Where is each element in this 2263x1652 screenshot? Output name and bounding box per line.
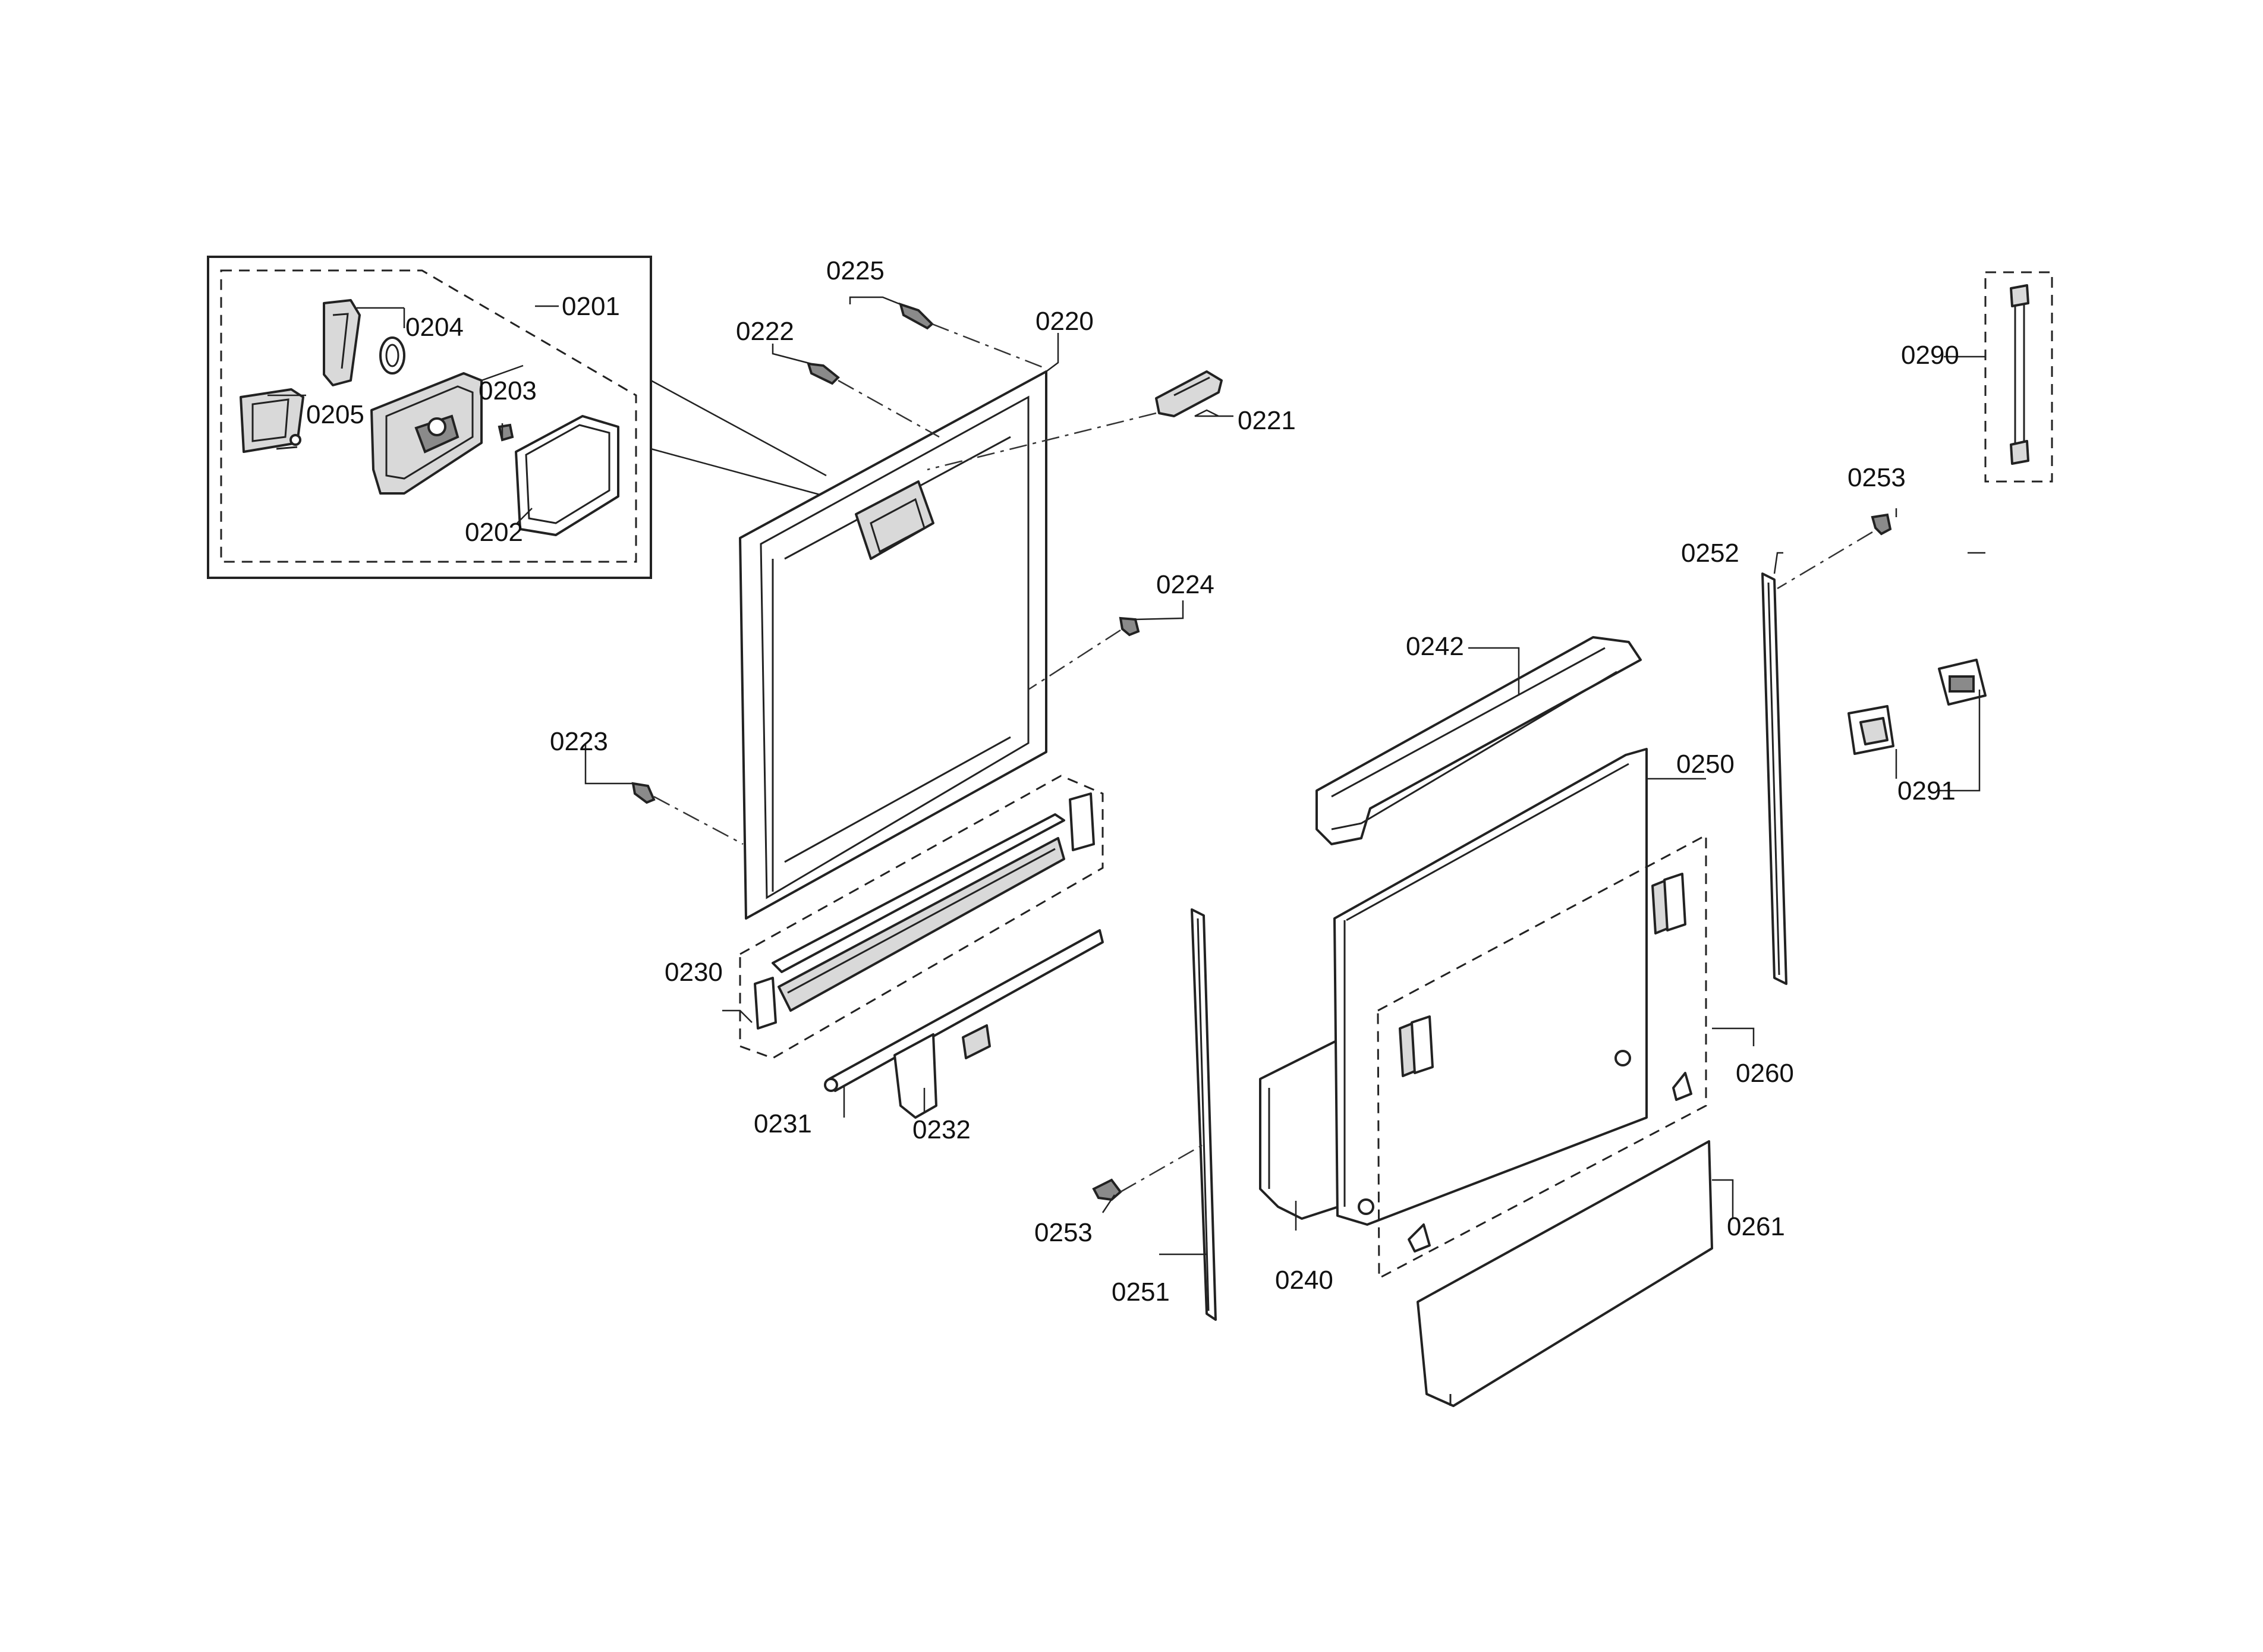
- part-0223-screw: [631, 782, 656, 804]
- callout-0240: 0240: [1275, 1266, 1333, 1295]
- part-0242-handle: [1315, 636, 1642, 845]
- callout-0221: 0221: [1238, 406, 1296, 435]
- part-0250-outer-panel: [1333, 748, 1648, 1226]
- part-0260-decor-frame: [1377, 833, 1707, 1280]
- part-0290-harness: [1984, 271, 2053, 483]
- assembly-axes: [653, 323, 1873, 1193]
- callout-0242: 0242: [1406, 632, 1464, 661]
- callout-0260: 0260: [1736, 1059, 1794, 1088]
- callout-0201: 0201: [562, 292, 620, 321]
- part-0201-module: [370, 364, 524, 495]
- callout-0230: 0230: [665, 958, 723, 987]
- callout-0224: 0224: [1156, 570, 1214, 599]
- callout-0253b: 0253: [1847, 463, 1906, 492]
- callout-0250: 0250: [1676, 750, 1735, 779]
- callout-0232: 0232: [912, 1115, 971, 1144]
- part-0230-assembly: [739, 775, 1104, 1059]
- callout-0202: 0202: [465, 518, 523, 547]
- part-0221-latch: [1155, 370, 1223, 417]
- callout-0231: 0231: [754, 1109, 812, 1138]
- part-0220-inner-door: [739, 370, 1047, 920]
- part-0253-screw-b: [1871, 513, 1892, 536]
- part-0252-side-trim: [1761, 572, 1787, 985]
- part-0291-plate: [1938, 659, 1987, 706]
- leader-lines: [267, 296, 1985, 1255]
- callout-0204: 0204: [405, 313, 464, 342]
- part-0202-frame: [515, 415, 619, 536]
- part-0261-kick-panel: [1417, 1140, 1713, 1407]
- part-0225-screw: [899, 302, 934, 330]
- part-0204-cover: [323, 299, 405, 386]
- part-0203-clip: [498, 423, 514, 442]
- callout-0253a: 0253: [1034, 1218, 1093, 1247]
- part-0291-bracket: [1847, 705, 1894, 755]
- callout-0222: 0222: [736, 317, 794, 346]
- callout-0225: 0225: [826, 256, 885, 285]
- callout-0290: 0290: [1901, 341, 1959, 370]
- part-0251-side-trim: [1191, 908, 1217, 1321]
- callout-0291: 0291: [1897, 776, 1956, 805]
- callout-0223: 0223: [550, 727, 608, 756]
- part-0253-screw-a: [1092, 1178, 1122, 1201]
- callout-0220: 0220: [1035, 307, 1094, 336]
- part-0231-rod: [824, 929, 1104, 1092]
- callout-0203: 0203: [479, 376, 537, 405]
- part-0222-screw: [807, 362, 840, 385]
- part-0205-panel: [240, 388, 304, 453]
- callout-0252: 0252: [1681, 539, 1739, 568]
- part-0204-gasket: [379, 336, 405, 375]
- part-0224-screw: [1119, 616, 1140, 637]
- detail-inset: [207, 256, 827, 579]
- callout-labels: 0201 0204 0203 0205 0202 0225 0222 0220 …: [306, 256, 1959, 1307]
- callout-0205: 0205: [306, 400, 364, 429]
- part-0232-bracket: [893, 1024, 991, 1119]
- callout-0251: 0251: [1112, 1277, 1170, 1307]
- callout-0261: 0261: [1727, 1212, 1785, 1241]
